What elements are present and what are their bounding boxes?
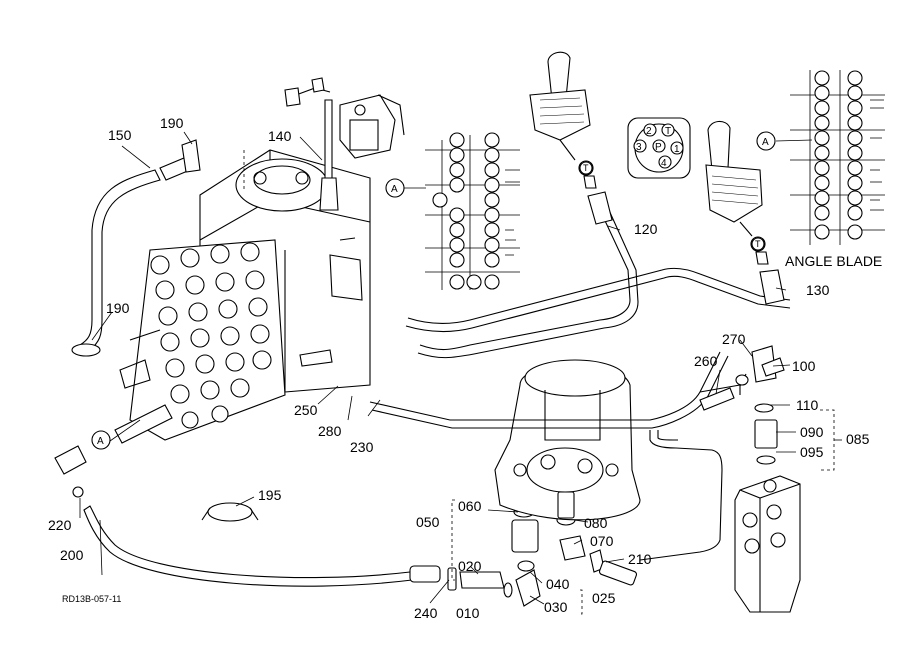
callout-labels: 150 190 140 190 120 130 270 100 260 110 … <box>48 115 882 621</box>
circled-references: A A A T T <box>91 131 776 450</box>
ref-a-right: A <box>762 137 769 148</box>
hose-200 <box>54 445 441 587</box>
callout-190-bottom: 190 <box>106 300 130 316</box>
joystick-right-t: T <box>755 239 761 249</box>
callout-190-top: 190 <box>160 115 184 131</box>
solenoid-valve-assembly <box>284 77 405 211</box>
callout-260: 260 <box>694 353 718 369</box>
callout-140: 140 <box>268 128 292 144</box>
callout-270: 270 <box>722 331 746 347</box>
valve-085-assembly <box>699 345 801 613</box>
pad-port-4: 4 <box>661 158 667 169</box>
pad-port-2: 2 <box>646 126 652 137</box>
joystick-left-t: T <box>583 163 589 173</box>
callout-040: 040 <box>546 576 570 592</box>
callout-080: 080 <box>584 515 608 531</box>
leader-lines <box>79 131 842 615</box>
callout-025: 025 <box>592 590 616 606</box>
callout-090: 090 <box>800 424 824 440</box>
joystick-left <box>529 51 613 225</box>
callout-210: 210 <box>628 551 652 567</box>
callout-250: 250 <box>294 402 318 418</box>
pad-port-1: 1 <box>674 144 680 155</box>
callout-220: 220 <box>48 517 72 533</box>
swing-motor <box>494 359 641 521</box>
callout-240: 240 <box>414 605 438 621</box>
callout-195: 195 <box>258 487 282 503</box>
valve-spools <box>150 242 272 429</box>
pad-port-t: T <box>665 126 671 137</box>
callout-030: 030 <box>544 599 568 615</box>
callout-120: 120 <box>634 221 658 237</box>
port-chart-center <box>425 132 520 290</box>
angle-blade-label: ANGLE BLADE <box>785 253 882 269</box>
port-chart-right <box>790 70 885 245</box>
callout-130: 130 <box>806 282 830 298</box>
callout-070: 070 <box>590 533 614 549</box>
diagram-code: RD13B-057-11 <box>62 594 121 604</box>
fittings-010-060 <box>447 506 638 607</box>
hose-150 <box>71 139 201 357</box>
joystick-right <box>705 120 785 305</box>
ref-a-center: A <box>391 184 398 195</box>
callout-230: 230 <box>350 439 374 455</box>
clamp-195 <box>201 502 259 522</box>
callout-150: 150 <box>108 127 132 143</box>
pad-port-3: 3 <box>636 142 642 153</box>
callout-010: 010 <box>456 605 480 621</box>
callout-050: 050 <box>416 514 440 530</box>
ref-a-left: A <box>97 436 104 447</box>
callout-280: 280 <box>318 423 342 439</box>
callout-200: 200 <box>60 547 84 563</box>
callout-095: 095 <box>800 444 824 460</box>
callout-085: 085 <box>846 431 870 447</box>
pad-port-p: P <box>655 142 662 153</box>
pattern-pad: 2 P 3 1 T 4 <box>627 117 691 179</box>
callout-060: 060 <box>458 498 482 514</box>
callout-100: 100 <box>792 358 816 374</box>
callout-110: 110 <box>796 397 819 413</box>
callout-020: 020 <box>458 558 482 574</box>
